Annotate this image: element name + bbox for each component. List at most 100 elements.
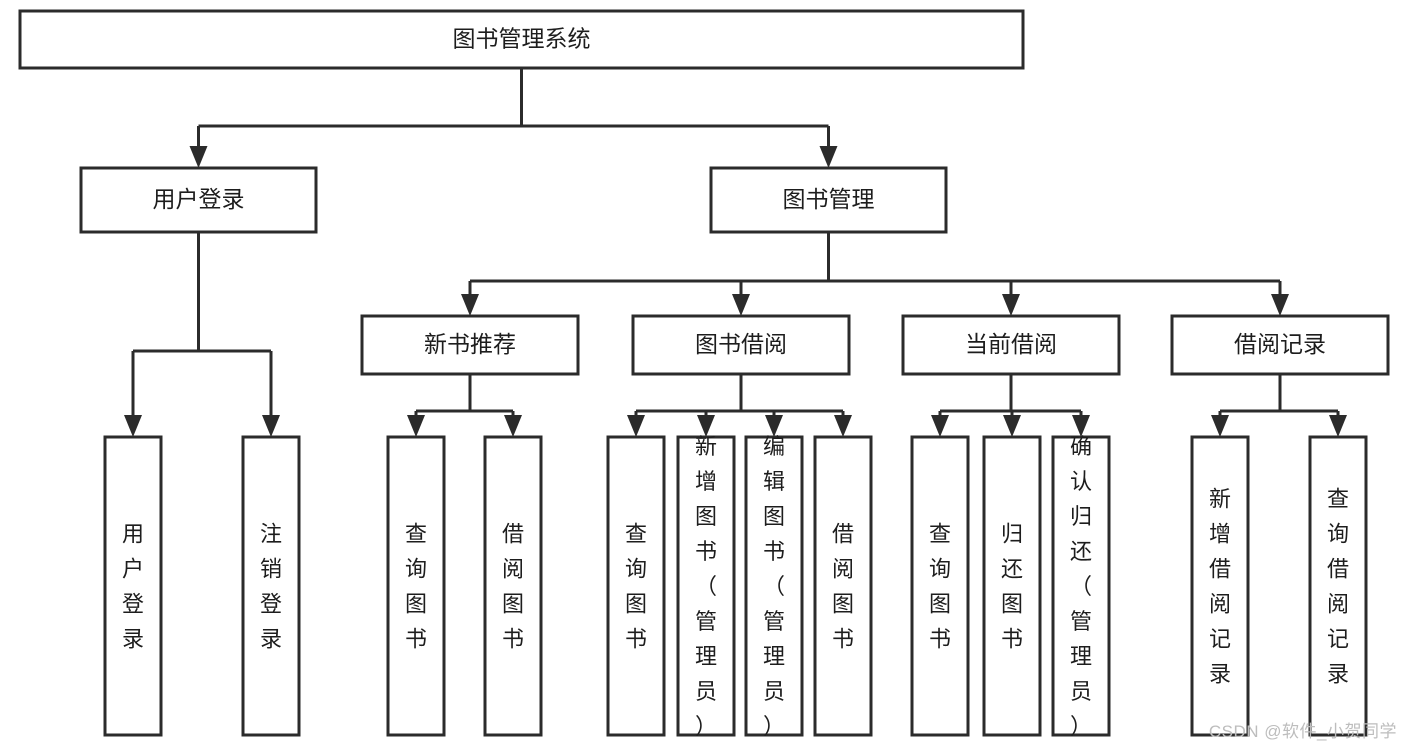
- arrow-head-icon: [1002, 294, 1020, 316]
- node-label-char: 理: [1070, 644, 1092, 669]
- node-label-char: 销: [260, 557, 282, 582]
- node-label-char: ）: [1070, 714, 1092, 739]
- arrow-head-icon: [124, 415, 142, 437]
- node-label-char: 记: [1209, 627, 1231, 652]
- node-box: [360, 314, 580, 376]
- node-label-char: 书: [625, 627, 647, 652]
- node-label-char: 询: [625, 557, 647, 582]
- node-label-char: （: [763, 574, 785, 599]
- node-box: [18, 9, 1025, 70]
- node-label: 图书管理: [783, 186, 875, 212]
- node-label-char: 员: [1070, 679, 1092, 704]
- node-box: [103, 435, 163, 737]
- node-borrow-record[interactable]: 借阅记录: [1170, 314, 1390, 376]
- node-label-char: 还: [1070, 539, 1092, 564]
- node-label-char: 还: [1001, 557, 1023, 582]
- node-label-char: 注: [260, 522, 282, 547]
- node-label-char: 图: [405, 592, 427, 617]
- node-label: 图书管理系统: [453, 26, 591, 52]
- node-box: [744, 435, 804, 737]
- node-box: [901, 314, 1121, 376]
- node-box: [79, 166, 318, 234]
- node-layer: 图书管理系统用户登录图书管理新书推荐图书借阅当前借阅借阅记录用户登录注销登录查询…: [18, 9, 1390, 739]
- node-box: [910, 435, 970, 737]
- node-user-login[interactable]: 用户登录: [79, 166, 318, 234]
- node-book-borrow[interactable]: 图书借阅: [631, 314, 851, 376]
- node-box: [386, 435, 446, 737]
- node-book-manage[interactable]: 图书管理: [709, 166, 948, 234]
- node-label-char: 借: [1209, 557, 1231, 582]
- node-label-char: 书: [502, 627, 524, 652]
- node-box: [1051, 435, 1111, 737]
- node-label-char: 询: [405, 557, 427, 582]
- node-label-char: 员: [695, 679, 717, 704]
- node-label-char: 图: [502, 592, 524, 617]
- node-box: [709, 166, 948, 234]
- arrow-head-icon: [1329, 415, 1347, 437]
- node-label-char: 新: [695, 434, 717, 459]
- node-label: 图书借阅: [695, 331, 787, 357]
- node-current-borrow[interactable]: 当前借阅: [901, 314, 1121, 376]
- arrow-head-icon: [189, 146, 208, 168]
- node-label-char: 阅: [1209, 592, 1231, 617]
- node-box: [1170, 314, 1390, 376]
- node-label-char: 辑: [763, 469, 785, 494]
- node-label-char: 查: [1327, 487, 1349, 512]
- node-label-char: 认: [1070, 469, 1092, 494]
- arrow-head-icon: [834, 415, 852, 437]
- node-label: 当前借阅: [965, 331, 1057, 357]
- node-label-char: 查: [929, 522, 951, 547]
- node-label-char: 书: [1001, 627, 1023, 652]
- node-label-char: 借: [832, 522, 854, 547]
- arrow-head-icon: [504, 415, 522, 437]
- node-label: 用户登录: [153, 186, 245, 212]
- node-label-char: 图: [763, 504, 785, 529]
- arrow-head-icon: [1211, 415, 1229, 437]
- node-label-char: 录: [1327, 662, 1349, 687]
- arrow-head-icon: [931, 415, 949, 437]
- node-label-char: 录: [122, 627, 144, 652]
- arrow-head-icon: [819, 146, 838, 168]
- node-new-book-rec[interactable]: 新书推荐: [360, 314, 580, 376]
- node-label-char: 录: [260, 627, 282, 652]
- node-label-char: 查: [625, 522, 647, 547]
- node-box: [676, 435, 736, 737]
- node-leaf-user-login[interactable]: 用户登录: [103, 435, 163, 737]
- node-label-char: 增: [1209, 522, 1231, 547]
- node-label-char: ）: [763, 714, 785, 739]
- node-label-char: 图: [625, 592, 647, 617]
- node-box: [1308, 435, 1368, 737]
- node-label-char: 用: [122, 522, 144, 547]
- node-label: 借阅记录: [1234, 331, 1326, 357]
- node-label-char: 阅: [1327, 592, 1349, 617]
- node-label-char: 编: [763, 434, 785, 459]
- node-label-char: 查: [405, 522, 427, 547]
- node-root[interactable]: 图书管理系统: [18, 9, 1025, 70]
- node-box: [982, 435, 1042, 737]
- node-box: [606, 435, 666, 737]
- node-label-char: 图: [1001, 592, 1023, 617]
- node-label-char: 阅: [502, 557, 524, 582]
- node-label-char: 询: [929, 557, 951, 582]
- node-label-char: 管: [763, 609, 785, 634]
- node-label-char: 新: [1209, 487, 1231, 512]
- node-label-char: 增: [695, 469, 717, 494]
- node-label-char: 借: [1327, 557, 1349, 582]
- node-label-char: （: [695, 574, 717, 599]
- node-label-char: 管: [695, 609, 717, 634]
- node-label-char: 录: [1209, 662, 1231, 687]
